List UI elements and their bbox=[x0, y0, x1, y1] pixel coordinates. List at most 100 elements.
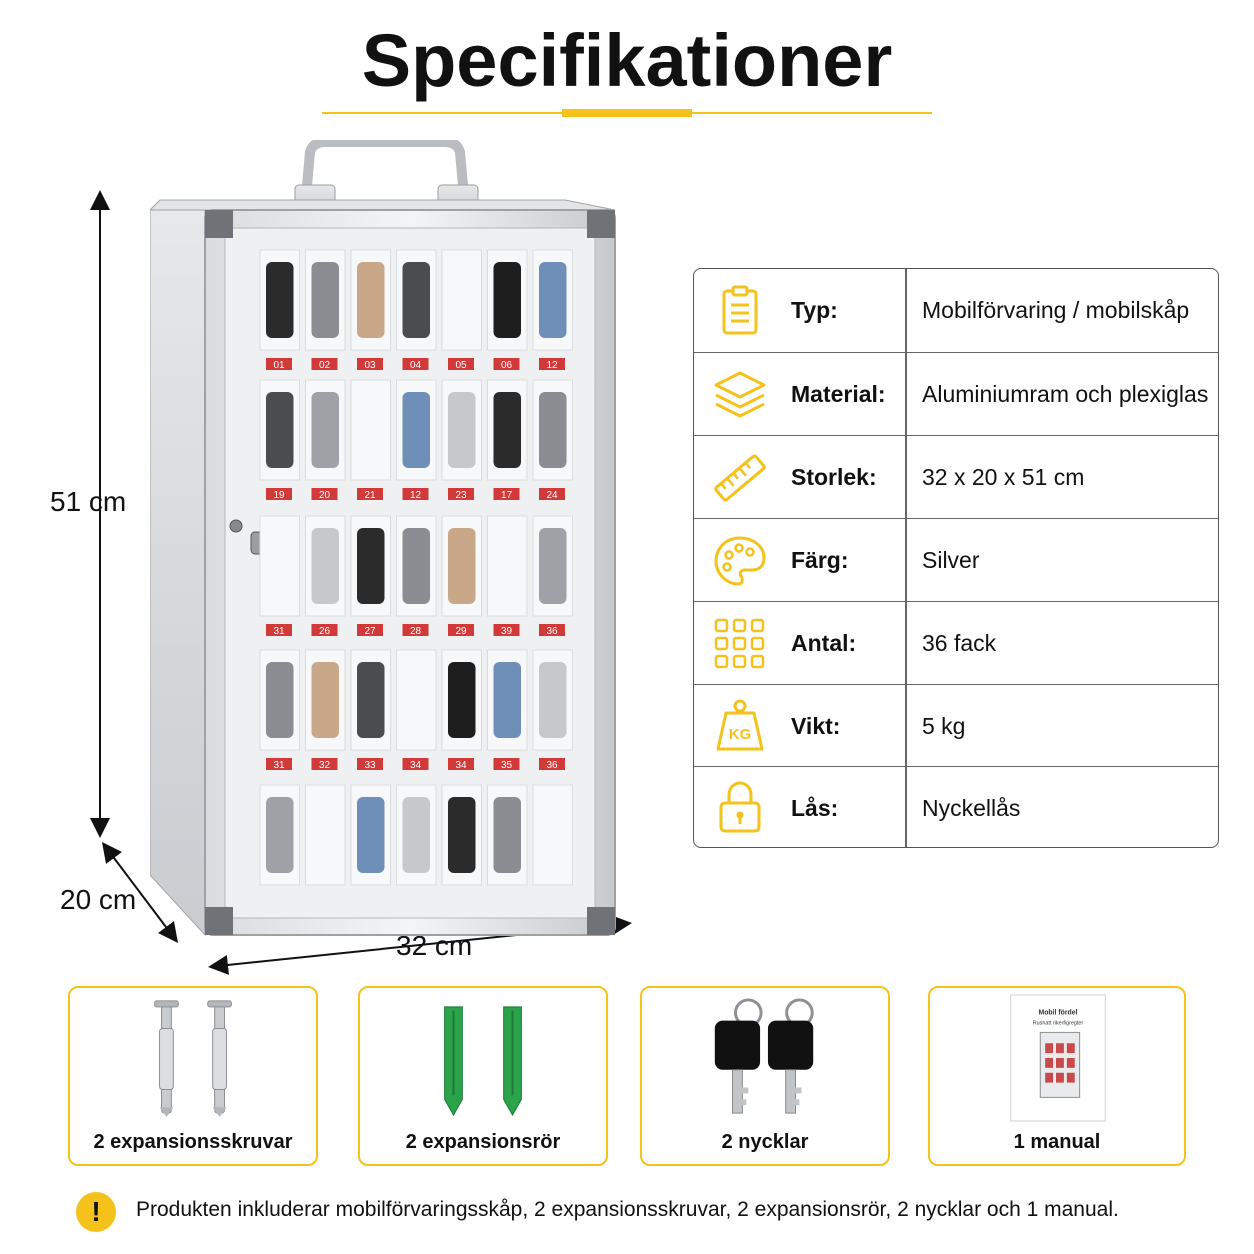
ruler-icon bbox=[714, 454, 766, 502]
slot-number-tag bbox=[266, 624, 292, 636]
compartment-slot bbox=[487, 515, 528, 617]
spec-value-material: Aluminiumram och plexiglas bbox=[922, 381, 1209, 407]
phone-in-slot bbox=[266, 392, 294, 468]
slot-number: 03 bbox=[364, 360, 376, 371]
slot-number: 12 bbox=[546, 360, 558, 371]
spec-label-color: Färg: bbox=[791, 547, 849, 573]
slot-number-tag bbox=[311, 624, 338, 636]
phone-in-slot bbox=[311, 528, 339, 604]
warning-icon: ! bbox=[76, 1192, 116, 1232]
slot-number: 36 bbox=[546, 760, 558, 771]
phone-in-slot bbox=[266, 797, 294, 873]
slot-number-tag bbox=[311, 488, 338, 500]
compartment-slot bbox=[305, 784, 346, 886]
slot-number-tag bbox=[266, 758, 292, 770]
accessory-label-screws: 2 expansionsskruvar bbox=[93, 1131, 293, 1153]
phone-in-slot bbox=[311, 662, 339, 738]
phone-in-slot bbox=[493, 662, 521, 738]
slot-number: 21 bbox=[364, 490, 376, 501]
slot-number: 23 bbox=[455, 490, 467, 501]
spec-label-lock: Lås: bbox=[791, 795, 839, 821]
slot-number-tag bbox=[357, 488, 383, 500]
phone-in-slot bbox=[539, 262, 567, 338]
phone-in-slot bbox=[402, 262, 430, 338]
spec-value-color: Silver bbox=[922, 547, 980, 573]
palette-icon bbox=[714, 536, 766, 586]
spec-label-material: Material: bbox=[791, 381, 886, 407]
phone-in-slot bbox=[539, 392, 567, 468]
slot-number: 34 bbox=[455, 760, 467, 771]
slot-number: 31 bbox=[273, 626, 285, 637]
accessory-label-keys: 2 nycklar bbox=[721, 1131, 809, 1153]
clipboard-icon bbox=[722, 285, 758, 335]
slot-number-tag bbox=[402, 624, 429, 636]
phone-in-slot bbox=[311, 392, 339, 468]
slot-number: 28 bbox=[410, 626, 422, 637]
included-items-note: ! Produkten inkluderar mobilförvaringssk… bbox=[76, 1192, 1196, 1232]
slot-number-tag bbox=[357, 624, 383, 636]
slot-number: 32 bbox=[319, 760, 331, 771]
spec-row-material: Material: Aluminiumram och plexiglas bbox=[694, 353, 1218, 436]
phone-in-slot bbox=[402, 392, 430, 468]
slot-number-tag bbox=[539, 358, 565, 370]
slot-number: 04 bbox=[410, 360, 422, 371]
accessory-label-manual: 1 manual bbox=[1013, 1131, 1101, 1153]
phone-in-slot bbox=[357, 797, 385, 873]
layers-icon bbox=[714, 371, 766, 418]
lock-icon bbox=[719, 781, 761, 833]
slot-number: 20 bbox=[319, 490, 331, 501]
slot-number: 39 bbox=[501, 626, 513, 637]
spec-value-count: 36 fack bbox=[922, 630, 997, 656]
compartment-slot bbox=[396, 649, 437, 751]
phone-in-slot bbox=[448, 797, 476, 873]
phone-in-slot bbox=[448, 392, 476, 468]
slot-number: 34 bbox=[410, 760, 422, 771]
phone-in-slot bbox=[357, 662, 385, 738]
accessory-label-plugs: 2 expansionsrör bbox=[405, 1131, 561, 1153]
accessory-plugs: 2 expansionsrör bbox=[358, 986, 608, 1166]
phone-in-slot bbox=[448, 662, 476, 738]
spec-value-size: 32 x 20 x 51 cm bbox=[922, 464, 1085, 490]
slot-number-tag bbox=[311, 758, 338, 770]
slot-number: 36 bbox=[546, 626, 558, 637]
slot-number: 06 bbox=[501, 360, 513, 371]
slot-number-tag bbox=[539, 624, 565, 636]
slot-number-tag bbox=[493, 624, 520, 636]
slot-number-tag bbox=[493, 488, 520, 500]
phone-in-slot bbox=[402, 797, 430, 873]
slot-number: 17 bbox=[501, 490, 513, 501]
phone-in-slot bbox=[357, 262, 385, 338]
slot-number: 33 bbox=[364, 760, 376, 771]
slot-number-tag bbox=[266, 358, 292, 370]
phone-in-slot bbox=[539, 528, 567, 604]
compartment-slot bbox=[259, 515, 300, 617]
spec-row-type: Typ: Mobilförvaring / mobilskåp bbox=[694, 269, 1218, 353]
slot-number-tag bbox=[539, 488, 565, 500]
spec-value-weight: 5 kg bbox=[922, 713, 966, 739]
accessory-keys: 2 nycklar bbox=[640, 986, 890, 1166]
phone-in-slot bbox=[448, 528, 476, 604]
slot-number-tag bbox=[402, 358, 429, 370]
spec-row-color: Färg: Silver bbox=[694, 519, 1218, 602]
manual-cover-subtitle: Rushatt rikerfigregter bbox=[1033, 1021, 1084, 1027]
title-underline-accent bbox=[562, 109, 692, 117]
phone-in-slot bbox=[539, 662, 567, 738]
spec-row-lock: Lås: Nyckellås bbox=[694, 767, 1218, 847]
spec-label-weight: Vikt: bbox=[791, 713, 841, 739]
slot-number: 12 bbox=[410, 490, 422, 501]
phone-in-slot bbox=[402, 528, 430, 604]
spec-label-type: Typ: bbox=[791, 297, 838, 323]
slot-number: 31 bbox=[273, 760, 285, 771]
slot-number-tag bbox=[311, 358, 338, 370]
slot-number: 27 bbox=[364, 626, 376, 637]
slot-number-tag bbox=[402, 488, 429, 500]
slot-number: 29 bbox=[455, 626, 467, 637]
manual-cover-title: Mobil fördel bbox=[1039, 1010, 1078, 1017]
note-text: Produkten inkluderar mobilförvaringsskåp… bbox=[136, 1198, 1119, 1221]
phone-in-slot bbox=[493, 797, 521, 873]
spec-table: Typ: Mobilförvaring / mobilskåp Material… bbox=[693, 268, 1219, 848]
phone-in-slot bbox=[493, 262, 521, 338]
spec-column-divider bbox=[905, 269, 907, 847]
